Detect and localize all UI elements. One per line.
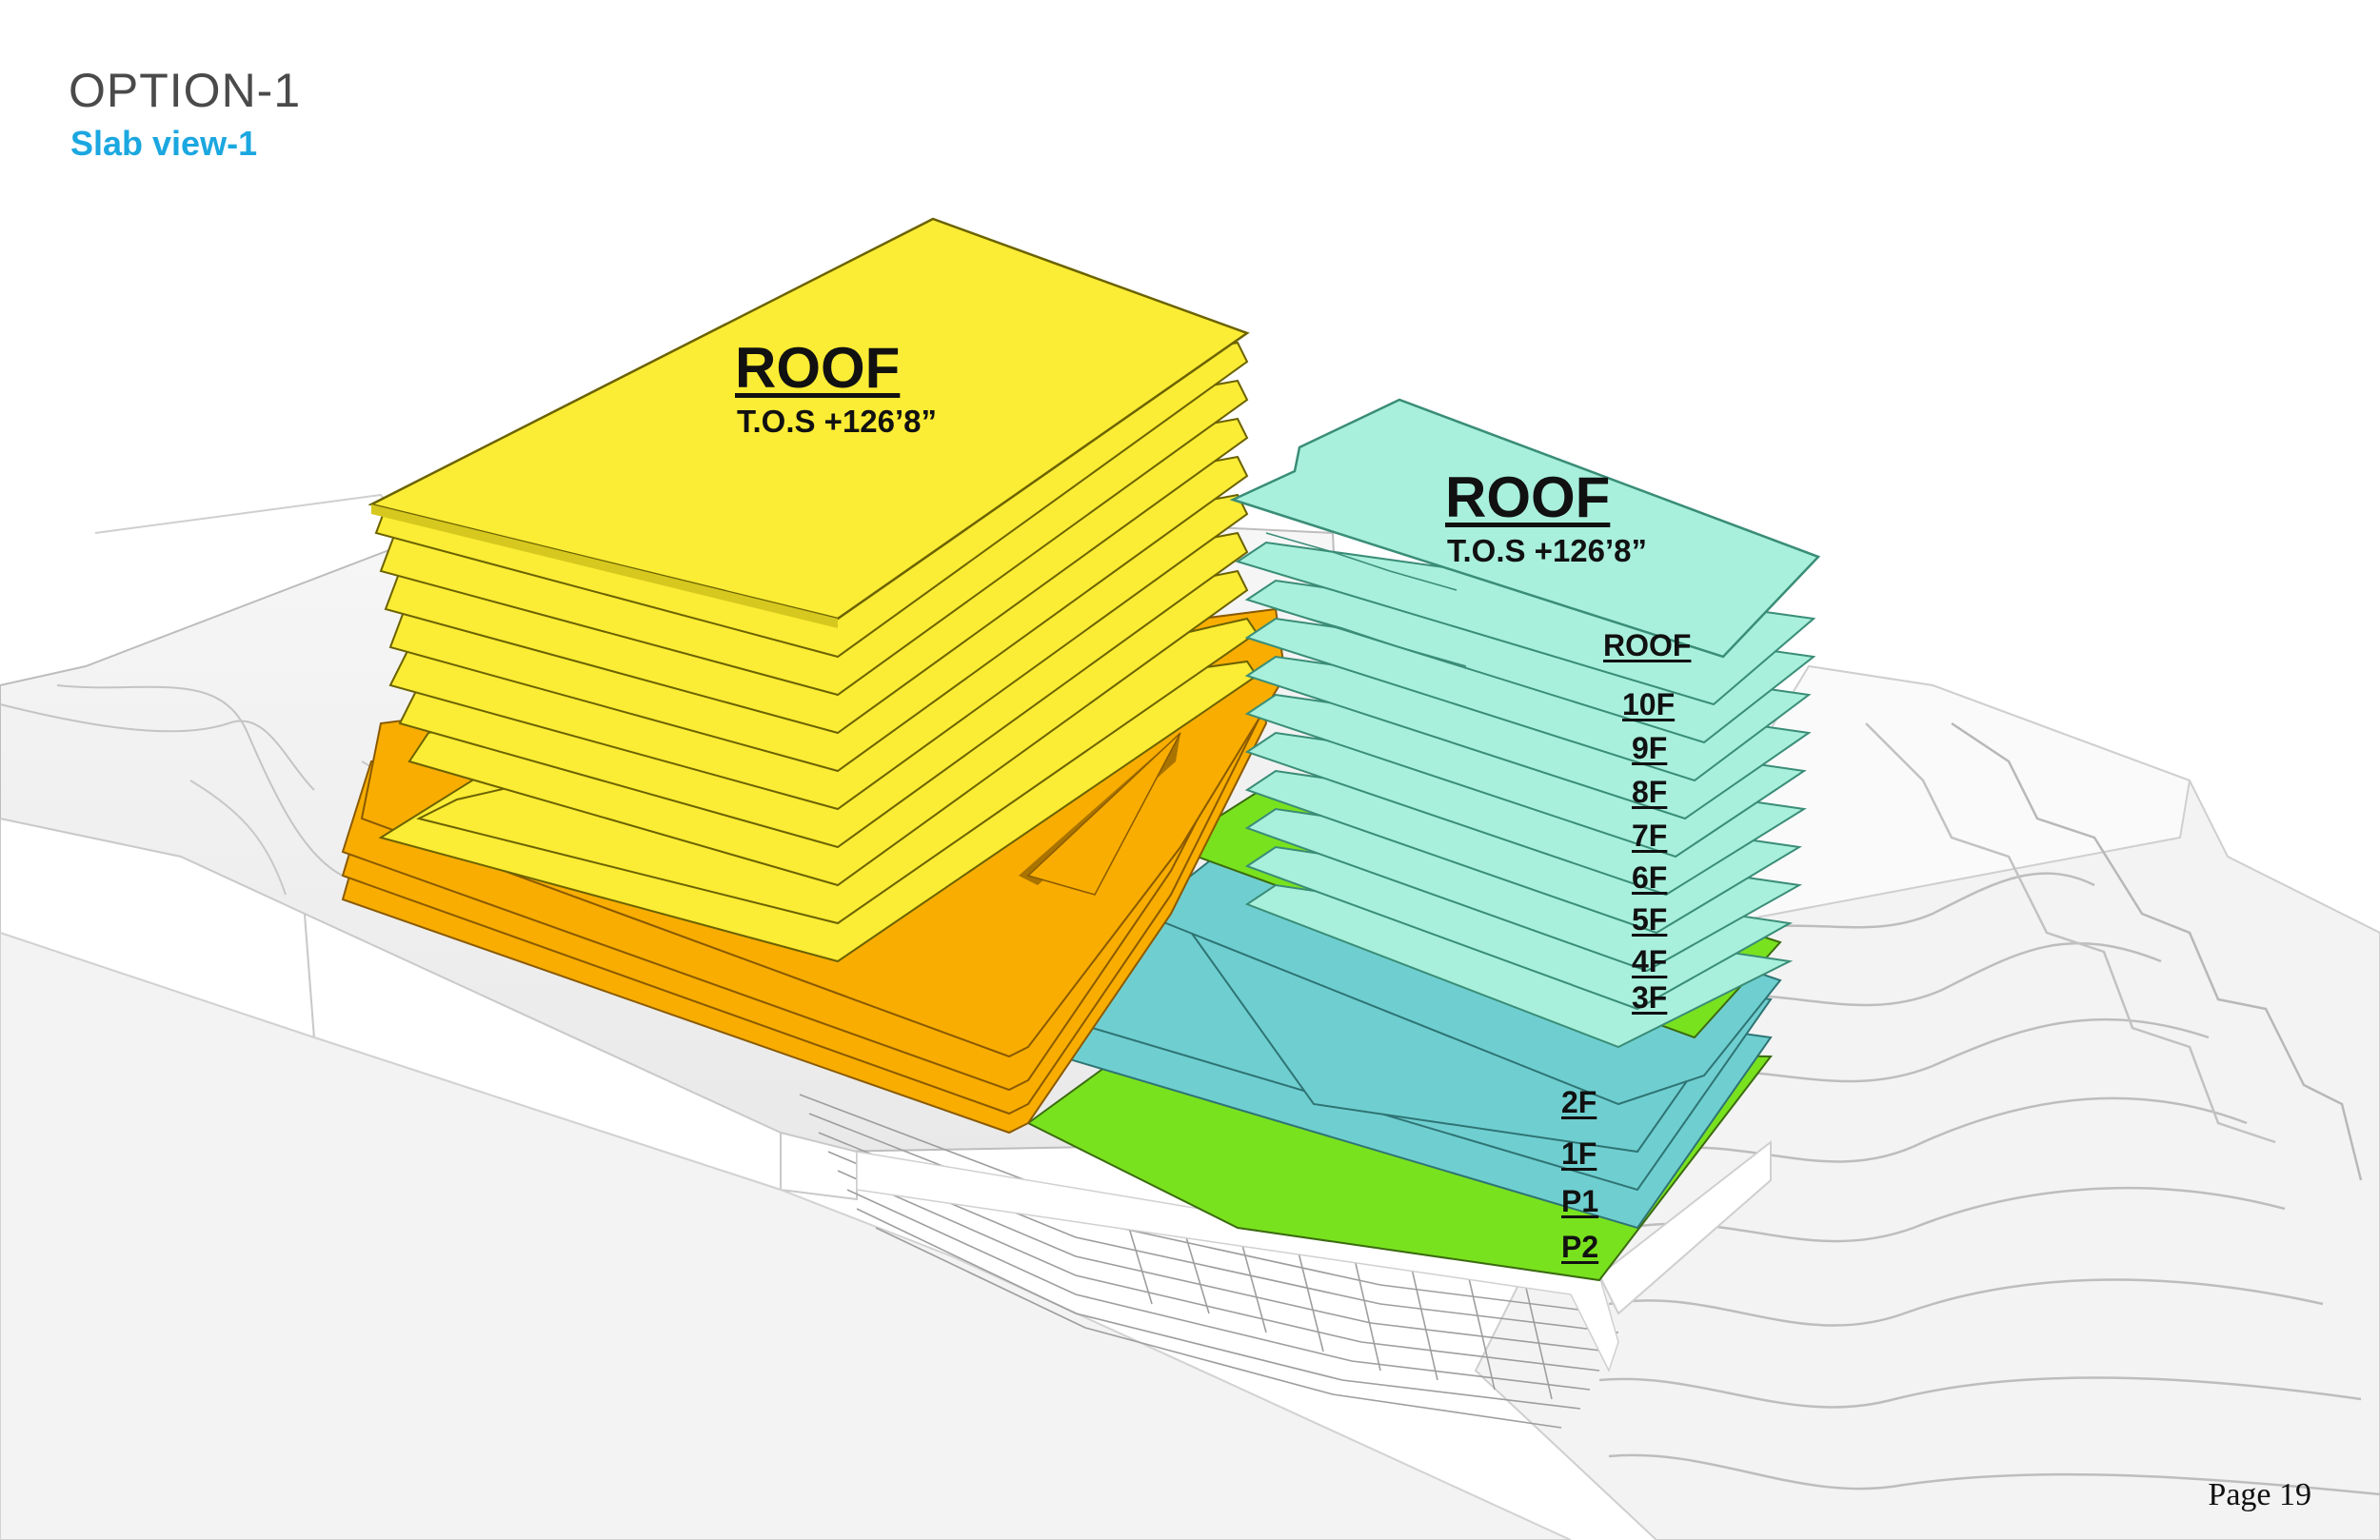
floor-label-6f: 6F [1632,860,1668,895]
tower-a-slabs [367,217,1259,963]
floor-label-4f: 4F [1632,944,1668,978]
floor-label-1f: 1F [1561,1136,1597,1171]
floor-label-5f: 5F [1632,902,1668,937]
floor-label-7f: 7F [1632,819,1668,853]
page-subtitle: Slab view-1 [70,124,258,163]
floor-label-p1: P1 [1561,1184,1599,1218]
tower-b-roof-label: ROOF [1445,465,1611,529]
floor-label-3f: 3F [1632,980,1668,1015]
page-number: Page 19 [2208,1477,2311,1512]
tower-a-tos-label: T.O.S +126’8” [737,404,938,439]
floor-label-p2: P2 [1561,1230,1599,1264]
floor-label-roof: ROOF [1603,628,1692,662]
page-title: OPTION-1 [69,64,302,117]
floor-label-8f: 8F [1632,775,1668,809]
floor-label-2f: 2F [1561,1085,1597,1119]
tower-b-slabs [1229,398,1821,1049]
floor-label-9f: 9F [1632,731,1668,765]
tower-b-tos-label: T.O.S +126’8” [1447,533,1648,568]
tower-a-roof-label: ROOF [735,336,901,400]
floor-label-10f: 10F [1622,687,1676,721]
